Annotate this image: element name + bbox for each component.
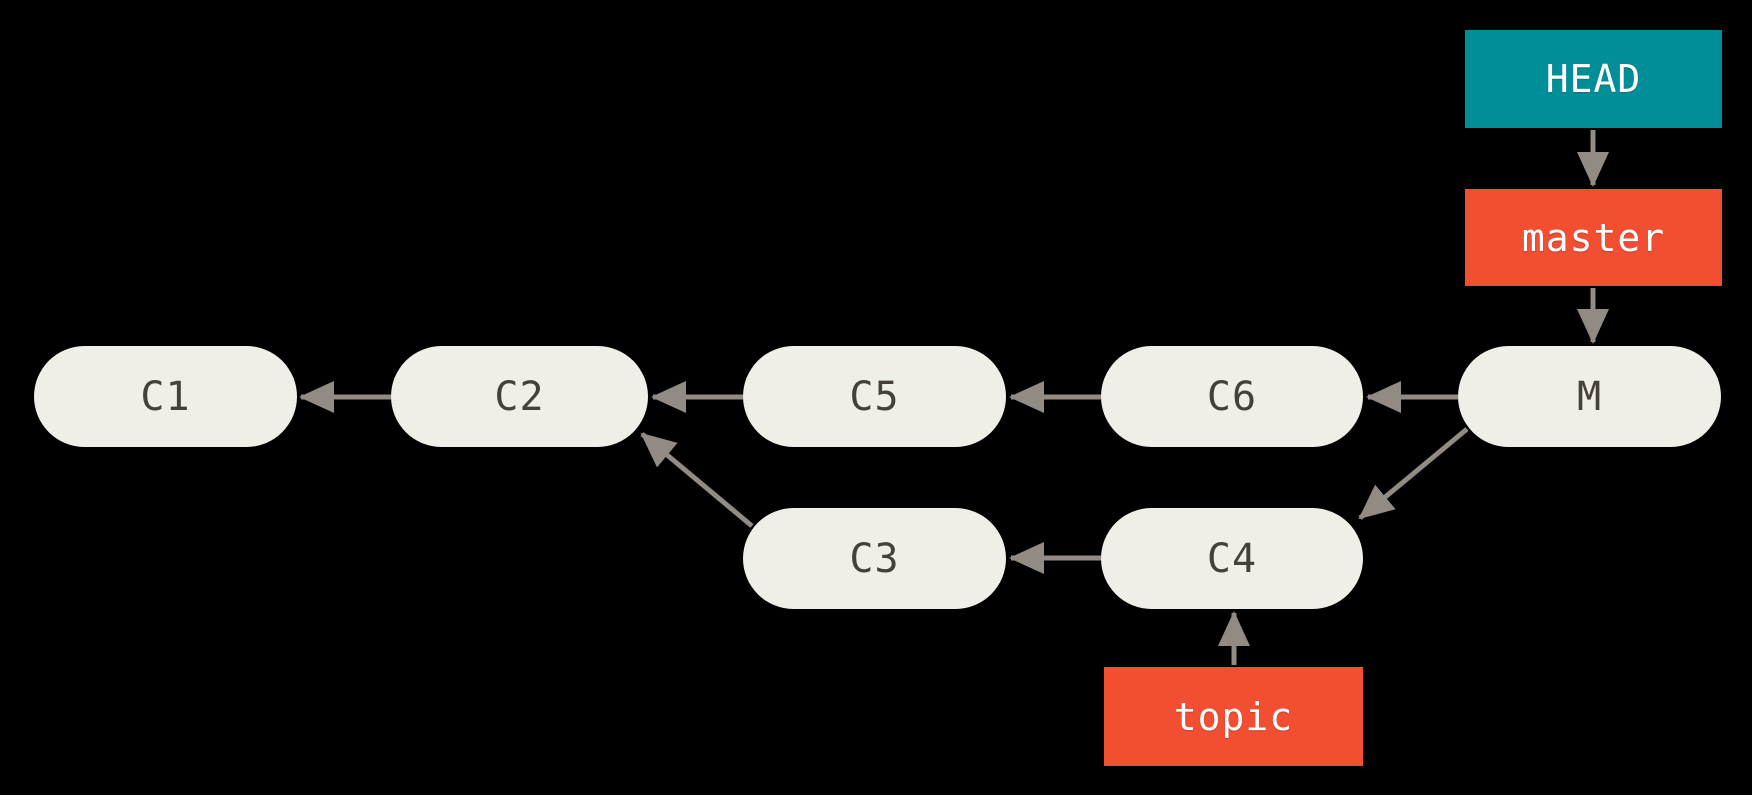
commit-node-c4: C4: [1101, 508, 1363, 609]
commit-node-c2: C2: [391, 346, 648, 447]
topic-branch-ref-box: topic: [1104, 667, 1363, 766]
commit-node-c5: C5: [743, 346, 1006, 447]
commit-node-c3: C3: [743, 508, 1006, 609]
master-branch-ref-box: master: [1465, 189, 1722, 286]
commit-node-c1: C1: [34, 346, 297, 447]
edge-m-c4: [1358, 427, 1469, 520]
edge-c3-c2: [640, 432, 754, 528]
commit-node-m-merge: M: [1458, 346, 1721, 447]
head-ref-box: HEAD: [1465, 30, 1722, 128]
commit-node-c6: C6: [1101, 346, 1363, 447]
